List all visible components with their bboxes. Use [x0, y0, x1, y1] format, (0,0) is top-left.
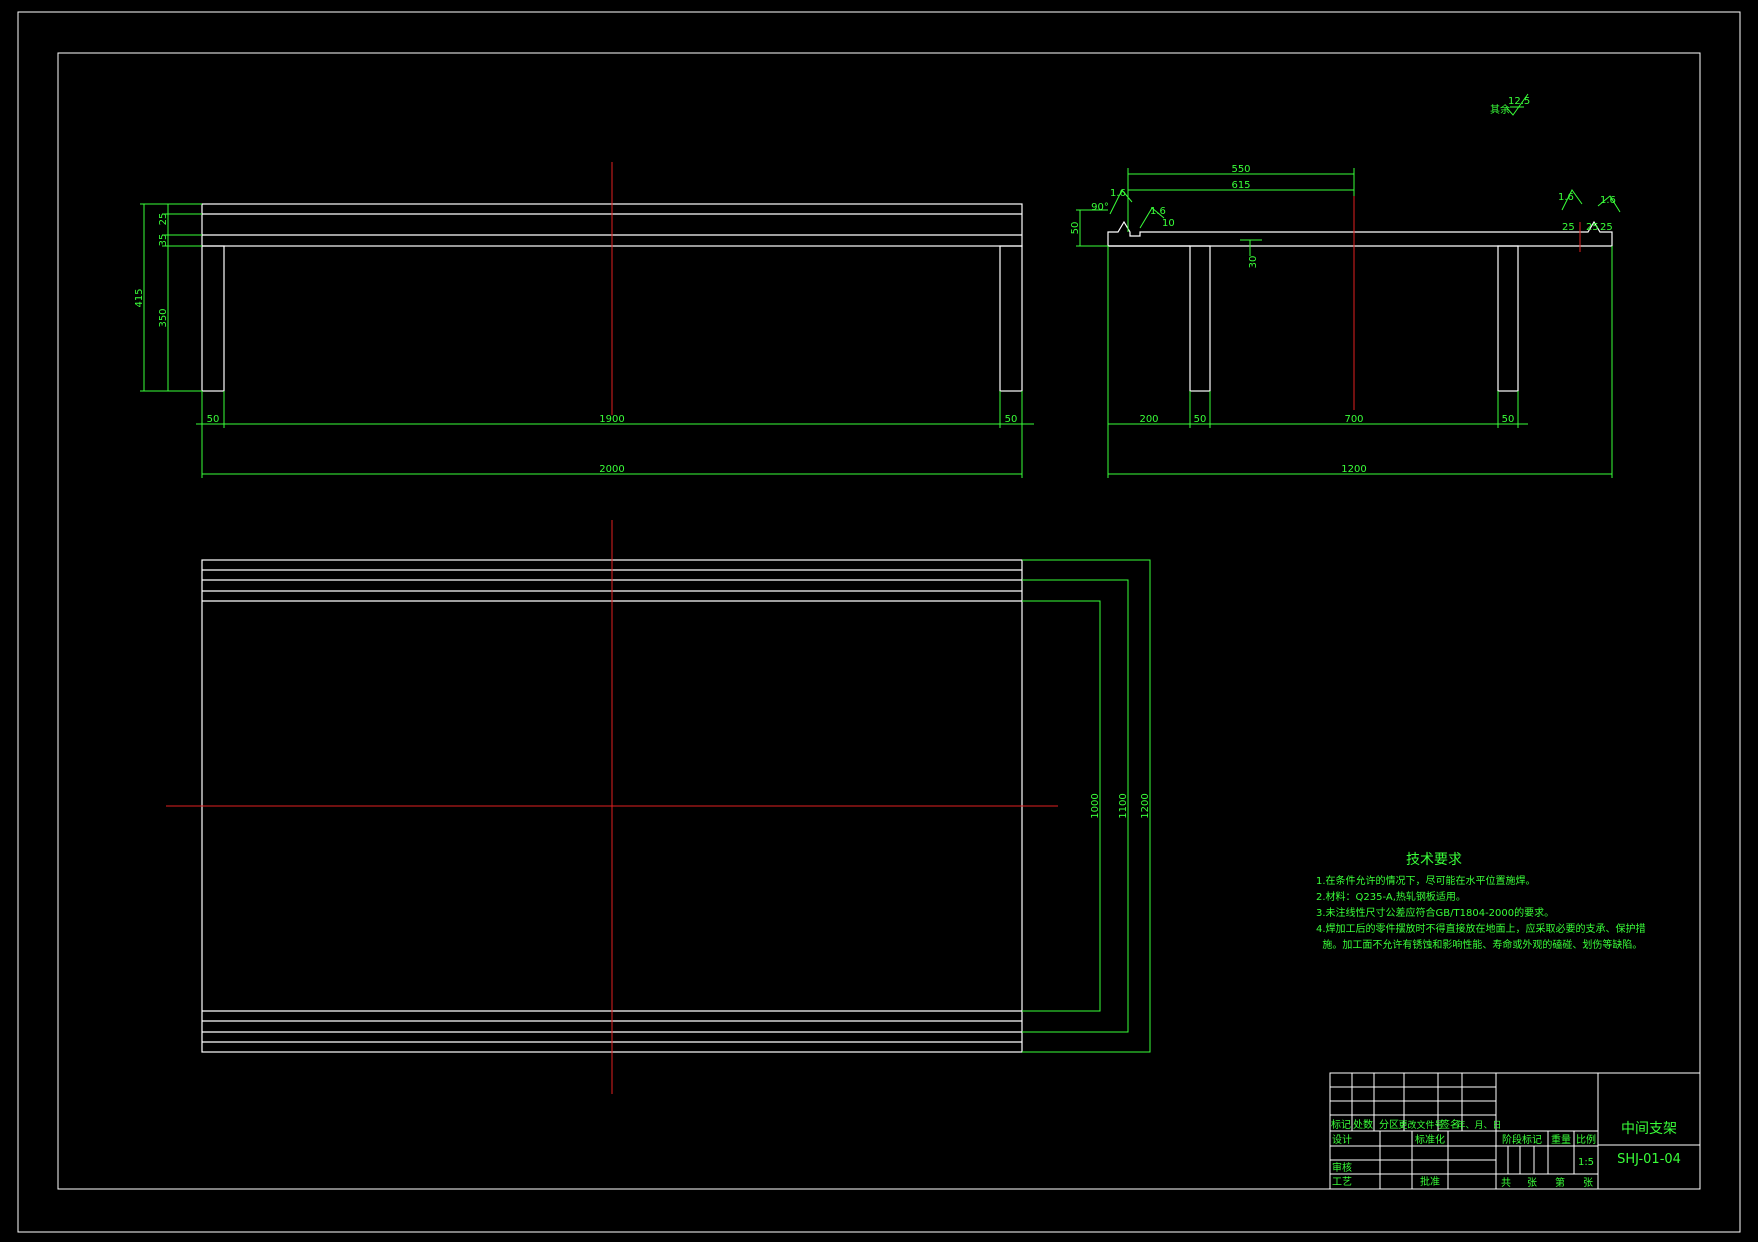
dim-right-leg: 50 — [1005, 414, 1018, 425]
dim-rough-4: 1.6 — [1600, 195, 1616, 206]
tb-standardization: 标准化 — [1415, 1133, 1445, 1146]
tb-sheets-1: 张 — [1527, 1177, 1537, 1189]
dim-inner-length: 1900 — [599, 414, 624, 425]
dim-plan-middle: 1100 — [1118, 793, 1129, 818]
tech-title: 技术要求 — [1406, 852, 1462, 868]
dim-top-b: 615 — [1231, 180, 1250, 191]
plan-view: 1000 1100 1200 — [166, 520, 1151, 1094]
dim-rough-2: 1.6 — [1150, 206, 1166, 217]
dim-right-25b: 25 — [1600, 222, 1613, 233]
side-view: 550 615 50 90° 1.6 1.6 10 30 1.6 1.6 25 … — [1070, 164, 1621, 478]
dim-second-layer: 35 — [158, 234, 169, 247]
surface-mark-label: 其余 — [1490, 103, 1510, 116]
tb-scale: 1:5 — [1578, 1157, 1594, 1168]
dim-plan-outer: 1200 — [1140, 793, 1151, 818]
tb-header-0: 标记 — [1331, 1119, 1351, 1131]
tb-sheets-0: 共 — [1501, 1177, 1511, 1189]
dim-left-leg: 50 — [207, 414, 220, 425]
tb-part-name: 中间支架 — [1621, 1121, 1677, 1137]
tb-stage-mark: 阶段标记 — [1502, 1133, 1542, 1146]
tech-item-3: 3.未注线性尺寸公差应符合GB/T1804-2000的要求。 — [1316, 906, 1554, 919]
tb-drawing-no: SHJ-01-04 — [1617, 1152, 1681, 1167]
tech-item-5: 施。加工面不允许有锈蚀和影响性能、寿命或外观的磕碰、划伤等缺陷。 — [1316, 938, 1642, 951]
dim-bottom-200: 200 — [1139, 414, 1158, 425]
dim-total-height: 415 — [134, 288, 145, 307]
dim-slot-30: 30 — [1248, 256, 1259, 269]
tb-scale-label: 比例 — [1576, 1133, 1596, 1146]
dim-rough-1: 1.6 — [1110, 188, 1126, 199]
tb-sheets-3: 张 — [1583, 1177, 1593, 1189]
tb-weight: 重量 — [1551, 1133, 1571, 1146]
dim-total-length: 2000 — [599, 464, 624, 475]
tb-header-5: 年、月、日 — [1456, 1119, 1501, 1131]
dim-bottom-700: 700 — [1344, 414, 1363, 425]
inner-frame — [57, 52, 1701, 1190]
tb-process: 工艺 — [1332, 1176, 1352, 1188]
title-block: 标记 处数 分区 更改文件号 签名 年、月、日 设计 标准化 审核 工艺 批准 … — [1329, 1072, 1701, 1190]
surface-roughness-mark: 其余 12.5 — [1490, 93, 1530, 116]
tb-header-4: 签名 — [1440, 1118, 1460, 1131]
tb-header-3: 更改文件号 — [1398, 1119, 1443, 1131]
dim-left-25: 25 — [1562, 222, 1575, 233]
tb-approve: 批准 — [1420, 1175, 1440, 1188]
dim-leg-height: 350 — [158, 308, 169, 327]
tb-header-2: 分区 — [1379, 1119, 1399, 1131]
surface-mark-value: 12.5 — [1508, 96, 1530, 107]
dim-right-25a: 25 — [1586, 222, 1599, 233]
dim-plan-inner: 1000 — [1090, 793, 1101, 818]
tech-requirements: 技术要求 1.在条件允许的情况下，尽可能在水平位置施焊。 2.材料：Q235-A… — [1316, 852, 1646, 951]
tech-item-2: 2.材料：Q235-A,热轧钢板适用。 — [1316, 890, 1466, 903]
tech-item-4: 4.焊加工后的零件摆放时不得直接放在地面上，应采取必要的支承、保护措 — [1316, 922, 1646, 935]
front-view: 415 350 25 35 50 1900 50 2000 — [134, 162, 1034, 478]
dim-top-layer: 25 — [158, 213, 169, 226]
dim-total-width: 1200 — [1341, 464, 1366, 475]
tb-design: 设计 — [1332, 1133, 1352, 1146]
dim-bottom-50a: 50 — [1194, 414, 1207, 425]
dim-left-height: 50 — [1070, 222, 1081, 235]
tech-item-1: 1.在条件允许的情况下，尽可能在水平位置施焊。 — [1316, 874, 1536, 887]
dim-rough-3: 1.6 — [1558, 192, 1574, 203]
dim-small-10: 10 — [1162, 218, 1175, 229]
dim-top-a: 550 — [1231, 164, 1250, 175]
dim-angle-left: 90° — [1091, 202, 1109, 213]
outer-frame — [17, 11, 1741, 1233]
dim-bottom-50b: 50 — [1502, 414, 1515, 425]
tb-review: 审核 — [1332, 1161, 1352, 1174]
tb-header-1: 处数 — [1353, 1118, 1373, 1131]
tb-sheets-2: 第 — [1555, 1176, 1565, 1189]
